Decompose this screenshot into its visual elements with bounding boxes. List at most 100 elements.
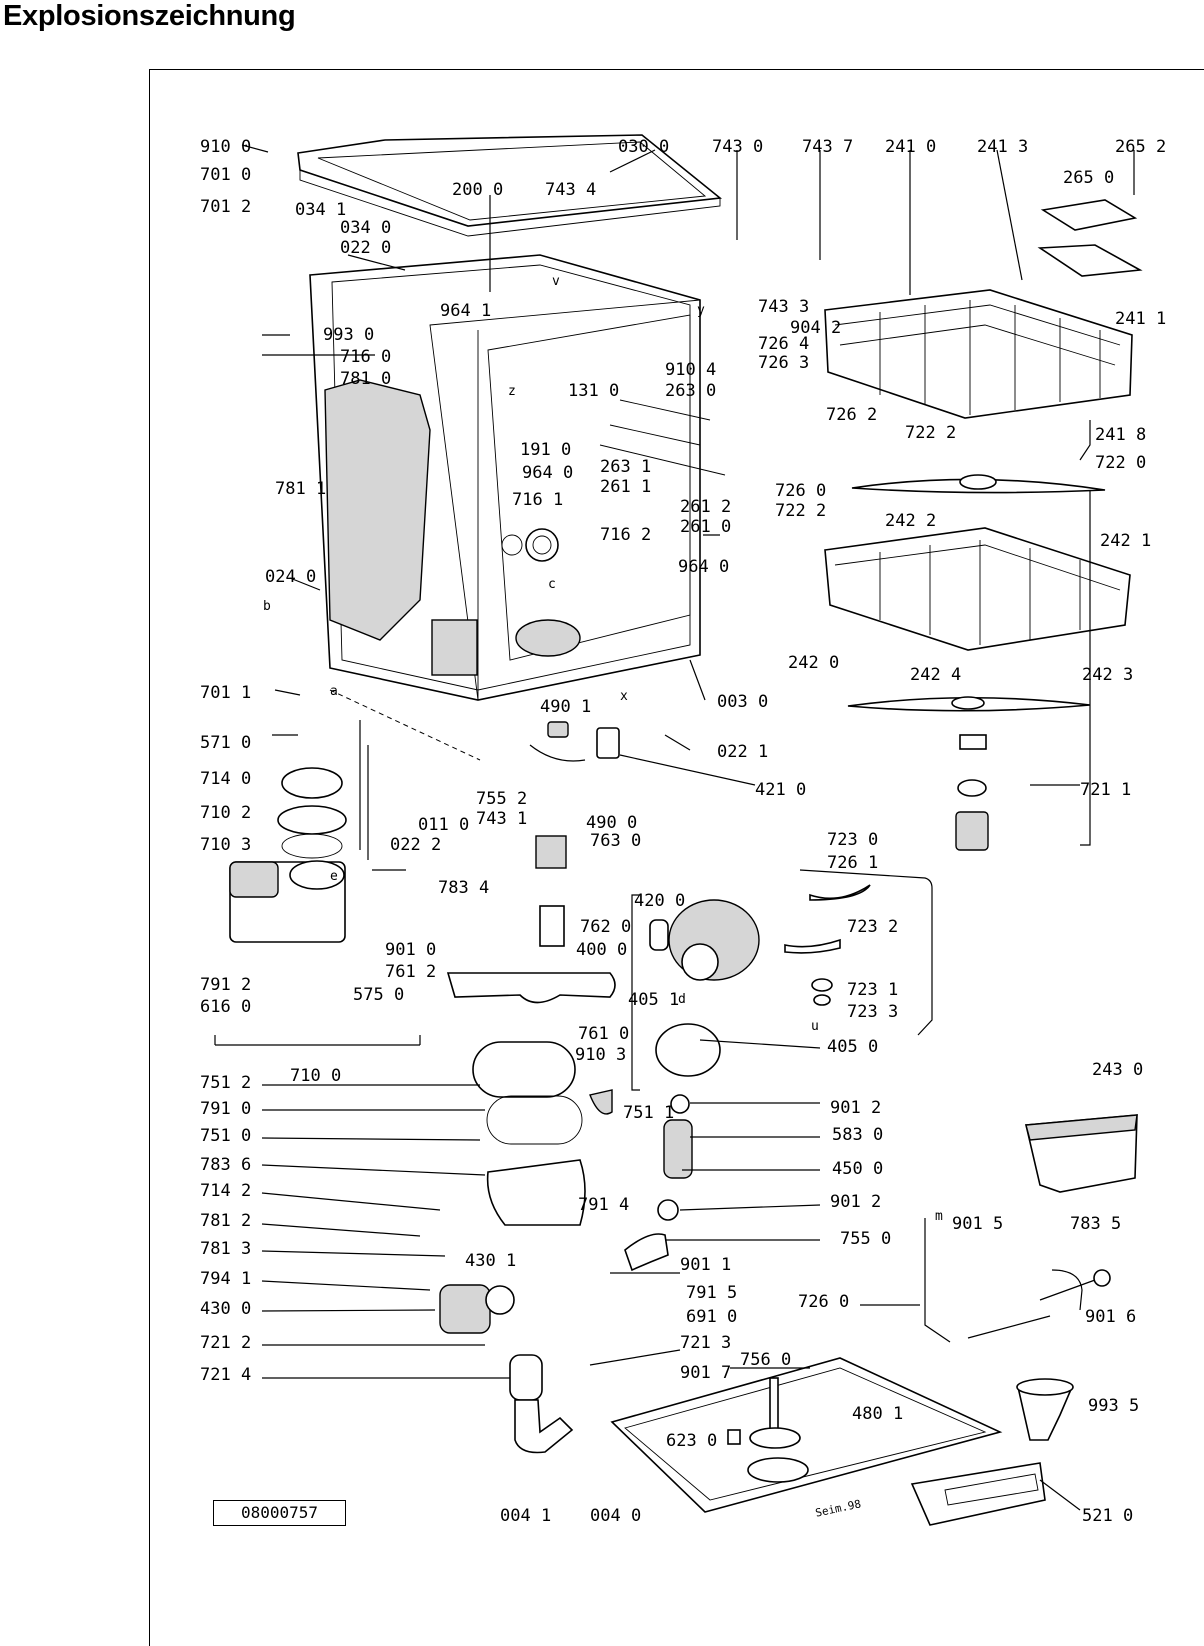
- part-number-label: 901 2: [830, 1192, 881, 1212]
- top-cover-panel: [297, 134, 722, 237]
- part-number-label: 726 1: [827, 853, 878, 873]
- reference-letter: v: [552, 274, 560, 289]
- part-number-label: 722 2: [775, 501, 826, 521]
- part-number-label: 726 4: [758, 334, 809, 354]
- part-number-label: 964 0: [678, 557, 729, 577]
- part-number-label: 723 2: [847, 917, 898, 937]
- part-number-label: 743 0: [712, 137, 763, 157]
- part-number-label: 022 2: [390, 835, 441, 855]
- part-number-label: 901 7: [680, 1363, 731, 1383]
- part-number-label: 901 0: [385, 940, 436, 960]
- part-number-label: 761 2: [385, 962, 436, 982]
- reference-letter: y: [697, 303, 705, 318]
- part-number-label: 721 2: [200, 1333, 251, 1353]
- funnel: [1016, 1378, 1074, 1441]
- part-number-label: 762 0: [580, 917, 631, 937]
- part-number-label: 751 1: [623, 1103, 674, 1123]
- drawing-frame: [149, 69, 1204, 1646]
- part-number-label: 726 2: [826, 405, 877, 425]
- circulation-pump-motor: [624, 899, 760, 1272]
- part-number-label: 763 0: [590, 831, 641, 851]
- part-number-label: 263 0: [665, 381, 716, 401]
- part-number-label: 901 6: [1085, 1307, 1136, 1327]
- part-number-label: 242 3: [1082, 665, 1133, 685]
- part-number-label: 781 0: [340, 369, 391, 389]
- part-number-label: 781 1: [275, 479, 326, 499]
- part-number-label: 710 3: [200, 835, 251, 855]
- reference-letter: a: [330, 684, 338, 699]
- part-number-label: 964 0: [522, 463, 573, 483]
- part-number-label: 781 2: [200, 1211, 251, 1231]
- part-number-label: 242 1: [1100, 531, 1151, 551]
- upper-basket: [824, 289, 1133, 419]
- part-number-label: 011 0: [418, 815, 469, 835]
- heater-element: [359, 720, 406, 871]
- supply-pipe: [784, 869, 933, 1036]
- part-number-label: 755 2: [476, 789, 527, 809]
- part-number-label: 904 2: [790, 318, 841, 338]
- drain-pump: [439, 1284, 574, 1454]
- part-number-label: 791 0: [200, 1099, 251, 1119]
- part-number-label: 901 2: [830, 1098, 881, 1118]
- part-number-label: 901 5: [952, 1214, 1003, 1234]
- part-number-label: 910 3: [575, 1045, 626, 1065]
- part-number-label: 910 4: [665, 360, 716, 380]
- part-number-label: 701 2: [200, 197, 251, 217]
- part-number-label: 430 0: [200, 1299, 251, 1319]
- part-number-label: 710 0: [290, 1066, 341, 1086]
- part-number-label: 755 0: [840, 1229, 891, 1249]
- part-number-label: 726 0: [775, 481, 826, 501]
- part-number-label: 034 0: [340, 218, 391, 238]
- part-number-label: 030 0: [618, 137, 669, 157]
- part-number-label: 723 0: [827, 830, 878, 850]
- part-number-label: 726 3: [758, 353, 809, 373]
- part-number-label: 421 0: [755, 780, 806, 800]
- part-number-label: 791 2: [200, 975, 251, 995]
- part-number-label: 405 0: [827, 1037, 878, 1057]
- part-number-label: 701 0: [200, 165, 251, 185]
- reference-letter: x: [620, 689, 628, 704]
- lower-spray-arm: [847, 696, 1091, 851]
- part-number-label: 261 0: [680, 517, 731, 537]
- part-number-label: 722 0: [1095, 453, 1146, 473]
- part-number-label: 743 1: [476, 809, 527, 829]
- base-plate: [610, 1357, 1003, 1513]
- part-number-label: 131 0: [568, 381, 619, 401]
- part-number-label: 241 1: [1115, 309, 1166, 329]
- part-number-label: 024 0: [265, 567, 316, 587]
- part-number-label: 420 0: [634, 891, 685, 911]
- part-number-label: 791 5: [686, 1283, 737, 1303]
- part-number-label: 405 1: [628, 990, 679, 1010]
- cabinet-frame: [309, 254, 726, 761]
- part-number-label: 993 0: [323, 325, 374, 345]
- part-number-label: 794 1: [200, 1269, 251, 1289]
- part-number-label: 783 6: [200, 1155, 251, 1175]
- hose-parts: [924, 1218, 1111, 1343]
- part-number-label: 743 3: [758, 297, 809, 317]
- part-number-label: 623 0: [666, 1431, 717, 1451]
- part-number-label: 716 1: [512, 490, 563, 510]
- part-number-label: 721 3: [680, 1333, 731, 1353]
- part-number-label: 242 2: [885, 511, 936, 531]
- part-number-label: 450 0: [832, 1159, 883, 1179]
- part-number-label: 761 0: [578, 1024, 629, 1044]
- part-number-label: 034 1: [295, 200, 346, 220]
- water-softener: [229, 767, 347, 943]
- pressure-switch: [529, 721, 620, 762]
- part-number-label: 721 4: [200, 1365, 251, 1385]
- part-number-label: 490 0: [586, 813, 637, 833]
- part-number-label: 714 0: [200, 769, 251, 789]
- part-number-label: 261 2: [680, 497, 731, 517]
- part-number-label: 242 4: [910, 665, 961, 685]
- part-number-label: 691 0: [686, 1307, 737, 1327]
- reference-letter: z: [508, 384, 516, 399]
- part-number-label: 004 0: [590, 1506, 641, 1526]
- part-number-label: 751 2: [200, 1073, 251, 1093]
- part-number-label: 783 5: [1070, 1214, 1121, 1234]
- part-number-label: 241 0: [885, 137, 936, 157]
- part-number-label: 242 0: [788, 653, 839, 673]
- part-number-label: 791 4: [578, 1195, 629, 1215]
- part-number-label: 004 1: [500, 1506, 551, 1526]
